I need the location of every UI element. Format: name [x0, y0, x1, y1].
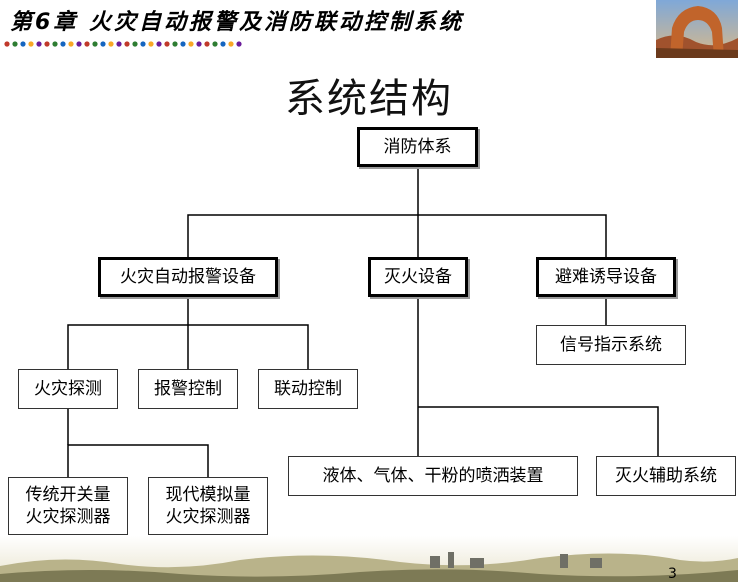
node-traditional-switch-detector: 传统开关量 火灾探测器 [8, 477, 128, 535]
decorative-dot [36, 41, 42, 47]
node-linkage-control: 联动控制 [258, 369, 358, 409]
decorative-dot [84, 41, 90, 47]
decorative-dot [212, 41, 218, 47]
decorative-dot [236, 41, 242, 47]
decorative-dot [124, 41, 130, 47]
decorative-dot [172, 41, 178, 47]
decorative-dot [44, 41, 50, 47]
decorative-dot [20, 41, 26, 47]
decorative-dot [60, 41, 66, 47]
decorative-dot [180, 41, 186, 47]
node-fire-detection: 火灾探测 [18, 369, 118, 409]
node-modern-analog-detector: 现代模拟量 火灾探测器 [148, 477, 268, 535]
node-fire-protection-system: 消防体系 [357, 127, 478, 167]
decorative-dot [28, 41, 34, 47]
node-signal-indicator-system: 信号指示系统 [536, 325, 686, 365]
decorative-dot [196, 41, 202, 47]
decorative-dot [52, 41, 58, 47]
decorative-dot [116, 41, 122, 47]
decorative-dot [68, 41, 74, 47]
decorative-dot [164, 41, 170, 47]
node-extinguishing-equipment: 灭火设备 [368, 257, 468, 297]
node-auxiliary-system: 灭火辅助系统 [596, 456, 736, 496]
slide-title: 系统结构 [285, 76, 453, 122]
node-evacuation-equipment: 避难诱导设备 [536, 257, 676, 297]
decorative-dot [140, 41, 146, 47]
decorative-dot [12, 41, 18, 47]
decorative-dot [148, 41, 154, 47]
decorative-dot [100, 41, 106, 47]
decorative-dot [156, 41, 162, 47]
chapter-title: 第6章 火灾自动报警及消防联动控制系统 [10, 10, 464, 35]
decorative-dot-row [4, 41, 242, 47]
decorative-dot [132, 41, 138, 47]
decorative-dot [228, 41, 234, 47]
decorative-dot [108, 41, 114, 47]
decorative-dot [220, 41, 226, 47]
node-alarm-control: 报警控制 [138, 369, 238, 409]
decorative-dot [204, 41, 210, 47]
header-photo [656, 0, 738, 58]
node-fire-alarm-equipment: 火灾自动报警设备 [98, 257, 278, 297]
decorative-dot [188, 41, 194, 47]
decorative-dot [4, 41, 10, 47]
footer-landscape-banner [0, 536, 738, 582]
page-number: 3 [668, 566, 677, 582]
node-spray-device: 液体、气体、干粉的喷洒装置 [288, 456, 578, 496]
decorative-dot [76, 41, 82, 47]
decorative-dot [92, 41, 98, 47]
